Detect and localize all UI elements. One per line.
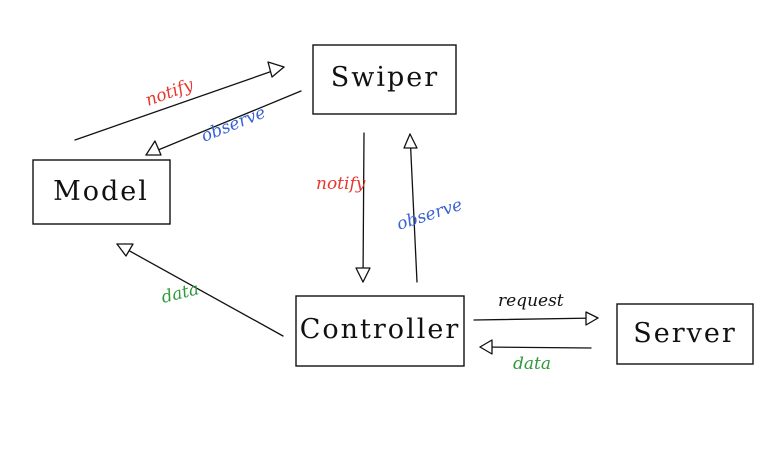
arrowhead <box>585 311 599 326</box>
edge-line <box>116 243 284 337</box>
edge-line <box>473 317 599 321</box>
model-box <box>32 159 171 225</box>
arrowhead <box>479 339 493 355</box>
swiper-label: Swiper <box>331 62 439 93</box>
node-model: Model <box>32 159 171 225</box>
edge-line <box>409 133 418 283</box>
node-server: Server <box>616 303 754 365</box>
controller-label: Controller <box>300 314 460 345</box>
edge-swiper-to-controller: notify <box>316 132 371 283</box>
edge-line <box>479 346 592 349</box>
edge-label-notify: notify <box>316 174 366 194</box>
edge-label-observe: observe <box>198 103 268 147</box>
edge-label-request: request <box>498 291 564 311</box>
arrowhead <box>267 61 285 78</box>
swiper-box <box>312 44 457 115</box>
arrowhead <box>145 140 162 156</box>
controller-box <box>295 295 465 367</box>
server-label: Server <box>633 318 737 349</box>
edge-controller-to-swiper: observe <box>394 133 465 283</box>
server-box <box>616 303 754 365</box>
edge-controller-to-model: data <box>116 243 284 337</box>
edge-controller-to-server: request <box>473 291 599 326</box>
node-controller: Controller <box>295 295 465 367</box>
edge-line <box>74 66 285 141</box>
edge-model-to-swiper: notify <box>74 61 285 141</box>
arrowhead <box>403 133 418 149</box>
model-label: Model <box>53 176 149 207</box>
edge-line <box>145 90 302 156</box>
node-swiper: Swiper <box>312 44 457 115</box>
edge-label-data: data <box>159 279 201 308</box>
arrowhead <box>355 267 371 283</box>
edge-label-observe: observe <box>394 195 465 235</box>
edge-label-notify: notify <box>143 75 197 111</box>
edge-server-to-controller: data <box>479 339 592 374</box>
edge-line <box>362 132 365 283</box>
arrowhead <box>116 243 134 257</box>
edge-label-data: data <box>513 354 551 374</box>
